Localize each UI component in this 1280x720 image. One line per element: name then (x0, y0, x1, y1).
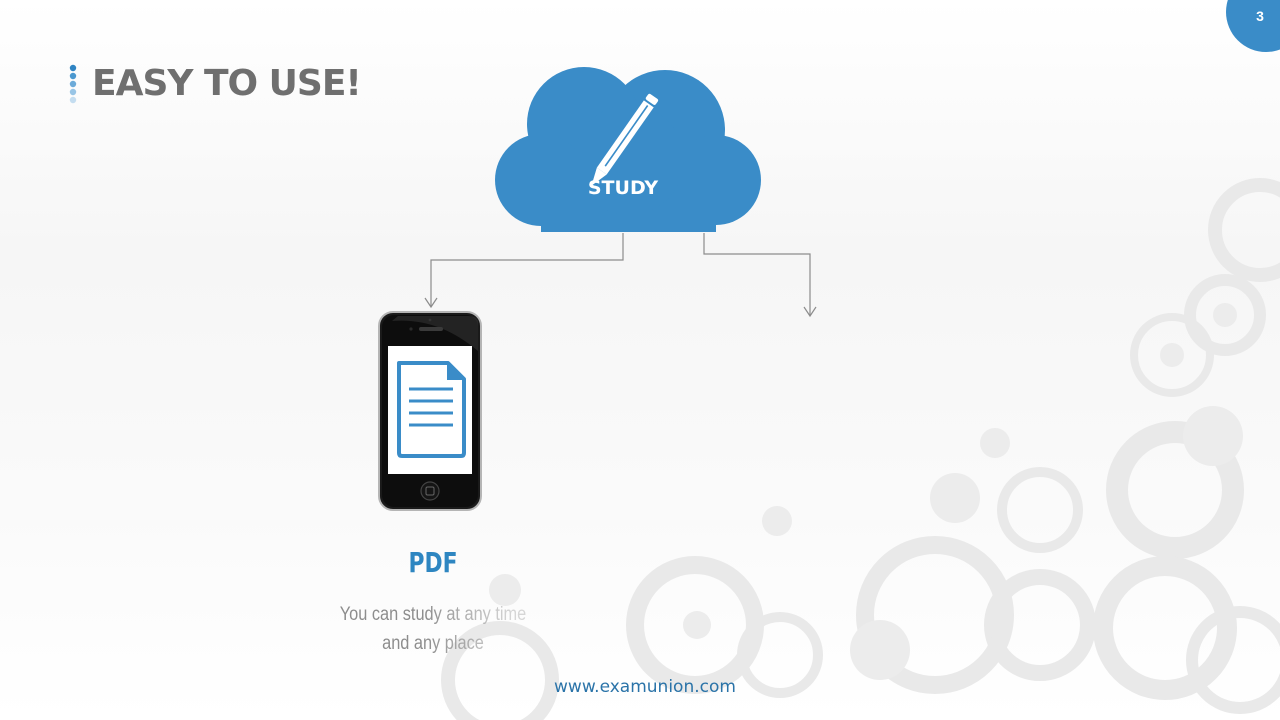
pencil-icon (591, 93, 659, 186)
study-cloud[interactable] (494, 50, 762, 234)
title-bullet-icon (69, 64, 77, 104)
slide-title: EASY TO USE! (92, 63, 362, 104)
footer-website-link[interactable]: www.examunion.com (554, 677, 736, 697)
feature-description: You can study at any time and any place (339, 604, 527, 654)
feature-title: PDF (408, 546, 458, 579)
study-label: STUDY (587, 177, 659, 199)
smartphone-document-icon (378, 311, 482, 511)
document-icon (397, 361, 466, 458)
page-number: 3 (1256, 8, 1264, 24)
